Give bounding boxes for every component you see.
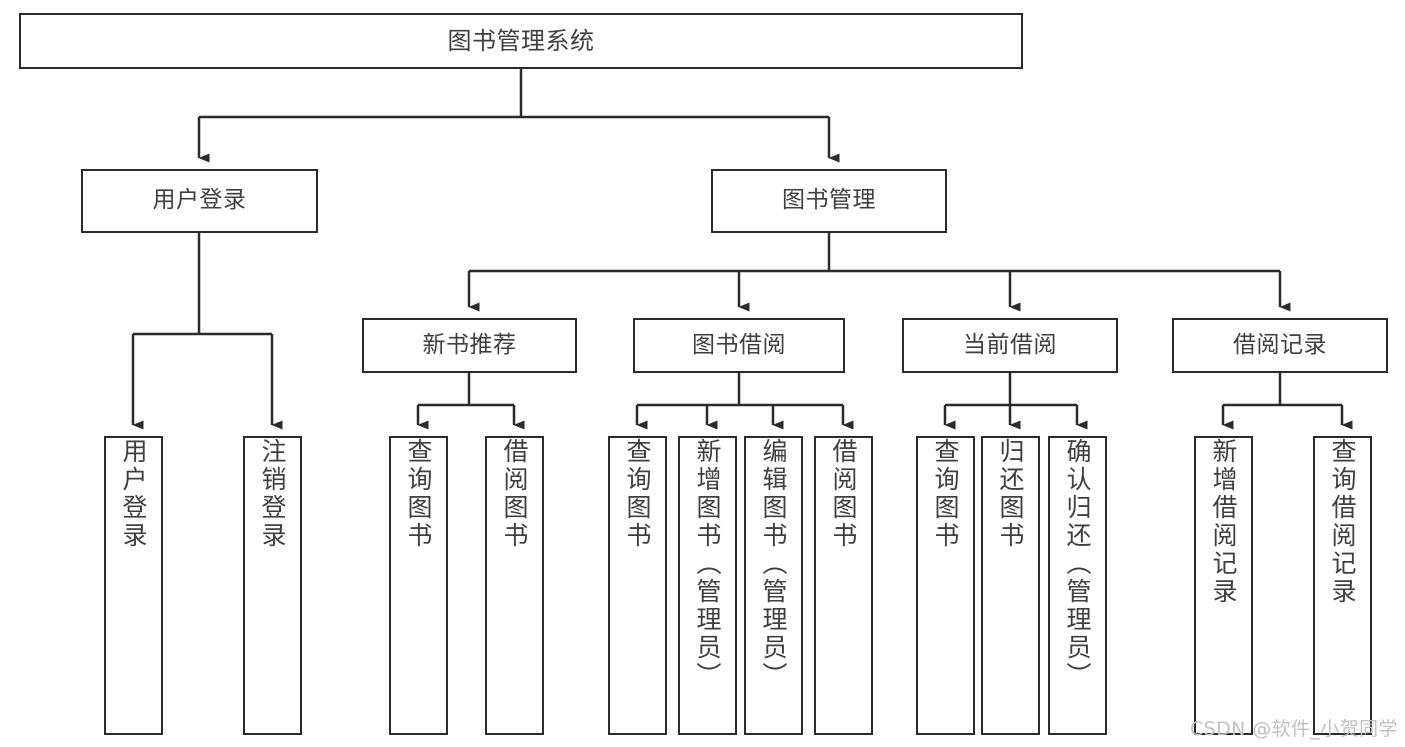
node-label: 当前借阅: [963, 331, 1057, 358]
node-leaf-edit-book[interactable]: 编辑图书（管理员）: [744, 436, 803, 735]
node-new-book-rec[interactable]: 新书推荐: [362, 318, 577, 373]
node-root[interactable]: 图书管理系统: [19, 13, 1023, 69]
node-leaf-user-logout[interactable]: 注销登录: [243, 436, 302, 735]
node-label: 图书管理: [782, 187, 876, 214]
node-label: 借阅图书: [500, 438, 529, 550]
node-label: 确认归还（管理员）: [1063, 438, 1092, 690]
node-label: 图书管理系统: [447, 26, 595, 55]
node-label: 归还图书: [996, 438, 1025, 550]
node-leaf-query-record[interactable]: 查询借阅记录: [1313, 436, 1372, 735]
node-current-borrow[interactable]: 当前借阅: [902, 318, 1118, 373]
node-leaf-return-book[interactable]: 归还图书: [981, 436, 1040, 735]
node-leaf-query-book-1[interactable]: 查询图书: [389, 436, 448, 735]
node-label: 新增借阅记录: [1209, 438, 1238, 606]
node-label: 新增图书（管理员）: [693, 438, 722, 690]
node-label: 新书推荐: [422, 331, 517, 358]
node-book-manage[interactable]: 图书管理: [711, 169, 947, 233]
node-label: 查询图书: [931, 438, 960, 550]
watermark-text: CSDN @软件_小贺同学: [1190, 718, 1398, 740]
node-label: 借阅图书: [829, 438, 858, 550]
node-leaf-confirm-return[interactable]: 确认归还（管理员）: [1048, 436, 1107, 735]
node-label: 编辑图书（管理员）: [759, 438, 788, 690]
node-leaf-borrow-book-2[interactable]: 借阅图书: [814, 436, 873, 735]
node-label: 查询图书: [404, 438, 433, 550]
node-label: 图书借阅: [692, 331, 786, 358]
node-user-login[interactable]: 用户登录: [81, 169, 318, 233]
node-book-borrow[interactable]: 图书借阅: [633, 318, 845, 373]
node-leaf-query-book-2[interactable]: 查询图书: [608, 436, 667, 735]
node-label: 用户登录: [152, 187, 247, 214]
node-label: 用户登录: [119, 438, 148, 550]
node-borrow-record[interactable]: 借阅记录: [1172, 318, 1388, 373]
node-leaf-add-record[interactable]: 新增借阅记录: [1194, 436, 1253, 735]
node-leaf-user-login[interactable]: 用户登录: [104, 436, 163, 735]
node-label: 注销登录: [258, 438, 287, 550]
node-leaf-borrow-book-1[interactable]: 借阅图书: [485, 436, 544, 735]
node-label: 查询图书: [623, 438, 652, 550]
node-leaf-add-book[interactable]: 新增图书（管理员）: [678, 436, 737, 735]
node-leaf-query-book-3[interactable]: 查询图书: [916, 436, 975, 735]
node-label: 查询借阅记录: [1328, 438, 1357, 606]
node-label: 借阅记录: [1233, 331, 1327, 358]
